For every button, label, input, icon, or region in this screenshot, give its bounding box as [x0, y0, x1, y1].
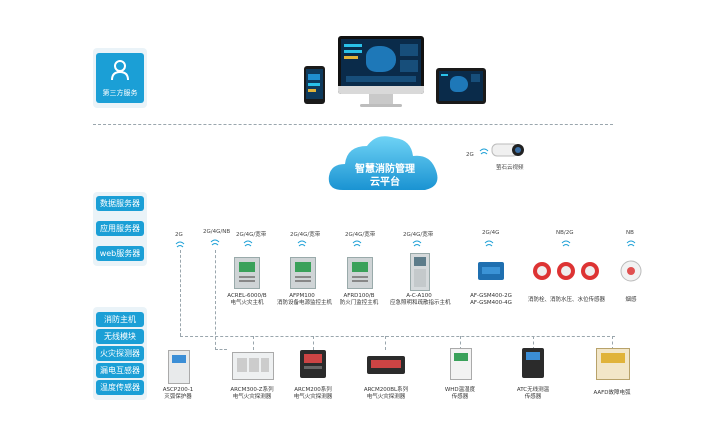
device-label: 电气火灾探测器	[232, 394, 272, 400]
wifi-icon	[175, 241, 185, 248]
monitor-device	[338, 36, 424, 94]
device-label: 传感器	[524, 394, 542, 400]
device-label: 电气火灾探测器	[293, 394, 333, 400]
wifi-icon	[297, 240, 307, 247]
wifi-icon	[479, 148, 489, 155]
device-label: 烟感	[625, 297, 637, 303]
device-label: 消防设备电源监控主机	[277, 300, 333, 306]
device-label: 灭弧保护器	[164, 394, 192, 400]
wifi-icon	[484, 240, 494, 247]
app-server-button[interactable]: 应用服务器	[96, 221, 144, 236]
gsm-module-device	[478, 262, 504, 280]
device-label: 应急照明和疏散指示主机	[390, 300, 451, 306]
wifi-icon	[561, 240, 571, 247]
device-label: ARCM200BL系列	[363, 387, 409, 393]
temperature-sensor-button[interactable]: 温度传感器	[96, 380, 144, 395]
device-network-tag: NB	[626, 230, 634, 236]
cloud-shape	[328, 136, 438, 190]
monitor-stand	[369, 94, 393, 104]
device-label: ARCM300-Z系列	[230, 387, 274, 393]
aafd-device	[596, 348, 630, 380]
device-network-tag: 2G/4G	[482, 230, 500, 236]
camera-network-tag: 2G	[466, 152, 474, 158]
device-label: ACREL-6000/B	[227, 293, 267, 299]
bus-line	[180, 336, 615, 337]
ascp-device	[168, 350, 190, 384]
device-label: 防火门监控主机	[339, 300, 379, 306]
arcm300-device	[232, 352, 274, 380]
afrd-host-device	[347, 257, 373, 289]
web-server-button[interactable]: web服务器	[96, 246, 144, 261]
bus-drop	[460, 336, 461, 350]
emergency-lighting-device	[410, 253, 430, 291]
device-label: A-C-A100	[406, 293, 432, 299]
wifi-icon	[210, 239, 220, 246]
wifi-icon	[352, 240, 362, 247]
bus-drop	[533, 336, 534, 350]
leakage-transformer-button[interactable]: 漏电互感器	[96, 363, 144, 378]
wireless-module-button[interactable]: 无线模块	[96, 329, 144, 344]
smoke-detector-icon	[620, 260, 642, 282]
device-label: AFPM100	[289, 293, 315, 299]
third-party-button[interactable]: 第三方服务	[96, 53, 144, 103]
cloud-title: 智慧消防管理	[355, 164, 415, 175]
device-label: AF-GSM400-2G	[470, 293, 512, 299]
top-divider	[93, 124, 613, 125]
cloud-subtitle: 云平台	[370, 177, 400, 188]
device-label: 电气火灾探测器	[366, 394, 406, 400]
connector-2g4gnb	[215, 250, 216, 350]
device-label: AAFD故障电弧	[593, 390, 631, 396]
monitor-base	[360, 104, 402, 107]
device-label: ASCP200-1	[162, 387, 194, 393]
device-network-tag: 2G/4G/宽带	[236, 232, 267, 238]
whd-device	[450, 348, 472, 380]
fire-host-button[interactable]: 消防主机	[96, 312, 144, 327]
device-label: WHD温湿度	[444, 387, 476, 393]
device-label: ARCM200系列	[294, 387, 332, 393]
user-icon	[111, 60, 129, 81]
network-tag-2g4gnb: 2G/4G/NB	[203, 229, 231, 235]
third-party-label: 第三方服务	[102, 89, 138, 97]
acrel-host-device	[234, 257, 260, 289]
arcm200-device	[300, 350, 326, 378]
wifi-icon	[626, 240, 636, 247]
device-label: ATC无线测温	[516, 387, 550, 393]
device-network-tag: 2G/4G/宽带	[403, 232, 434, 238]
left-branch-line	[215, 349, 227, 350]
camera-icon	[491, 143, 524, 157]
network-tag-2g: 2G	[175, 232, 183, 238]
pressure-sensor-icon	[533, 262, 599, 280]
device-label: AFRD100/B	[343, 293, 375, 299]
arcm200bl-device	[367, 356, 405, 374]
bus-drop	[253, 336, 254, 350]
device-label: 传感器	[451, 394, 469, 400]
afpm-host-device	[290, 257, 316, 289]
wifi-icon	[243, 240, 253, 247]
bus-drop	[313, 336, 314, 350]
connector-2g	[180, 250, 181, 336]
device-network-tag: 2G/4G/宽带	[345, 232, 376, 238]
atc-device	[522, 348, 544, 378]
device-label: 消防栓、消防水压、水位传感器	[528, 297, 606, 303]
fire-detector-button[interactable]: 火灾探测器	[96, 346, 144, 361]
device-network-tag: NB/2G	[556, 230, 574, 236]
device-network-tag: 2G/4G/宽带	[290, 232, 321, 238]
data-server-button[interactable]: 数据服务器	[96, 196, 144, 211]
bus-drop	[385, 336, 386, 350]
device-label: AF-GSM400-4G	[470, 300, 512, 306]
phone-device	[304, 66, 325, 104]
tablet-device	[436, 68, 486, 104]
device-label: 电气火灾主机	[230, 300, 264, 306]
camera-label: 萤石云视频	[496, 165, 524, 171]
bus-drop	[612, 336, 613, 350]
wifi-icon	[412, 240, 422, 247]
